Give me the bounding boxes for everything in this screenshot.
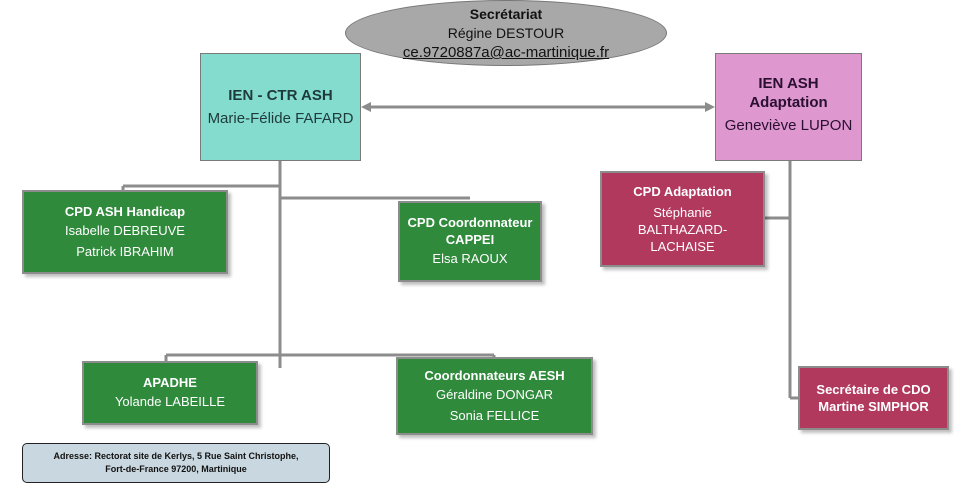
secretariat-name: Régine DESTOUR xyxy=(447,25,565,41)
cpd-adaptation-title: CPD Adaptation xyxy=(633,184,732,199)
cpd-adaptation-name-line2: BALTHAZARD- xyxy=(637,222,728,237)
cpd-adaptation-name-line3: LACHAISE xyxy=(650,239,715,254)
cpd-coordonnateur-title-line1: CPD Coordonnateur xyxy=(407,215,533,230)
secretaire-cdo-name: Martine SIMPHOR xyxy=(818,399,929,414)
cpd-coordonnateur-node: CPD Coordonnateur CAPPEI Elsa RAOUX xyxy=(398,201,542,282)
cpd-coordonnateur-title-line2: CAPPEI xyxy=(445,232,495,247)
secretariat-email-link[interactable]: ce.9720887a@ac-martinique.fr xyxy=(402,44,610,61)
ien-adaptation-title-line1: IEN ASH xyxy=(758,75,819,92)
ien-adaptation-title-line2: Adaptation xyxy=(749,94,828,111)
coordonnateurs-aesh-node: Coordonnateurs AESH Géraldine DONGAR Son… xyxy=(396,357,593,435)
apadhe-node: APADHE Yolande LABEILLE xyxy=(82,361,258,425)
coordonnateurs-aesh-name-2: Sonia FELLICE xyxy=(449,407,540,423)
ien-ctr-name: Marie-Félide FAFARD xyxy=(207,110,354,127)
ien-adaptation-name: Geneviève LUPON xyxy=(724,117,853,134)
cpd-handicap-name-2: Patrick IBRAHIM xyxy=(76,243,174,259)
cpd-adaptation-node: CPD Adaptation Stéphanie BALTHAZARD- LAC… xyxy=(600,171,765,267)
coordonnateurs-aesh-title: Coordonnateurs AESH xyxy=(424,367,565,383)
ien-adaptation-node: IEN ASH Adaptation Geneviève LUPON xyxy=(715,53,862,161)
apadhe-name: Yolande LABEILLE xyxy=(114,394,226,409)
secretariat-node: Secrétariat Régine DESTOUR ce.9720887a@a… xyxy=(345,0,667,66)
cpd-adaptation-name-line1: Stéphanie xyxy=(653,205,712,220)
coordonnateurs-aesh-name-1: Géraldine DONGAR xyxy=(435,386,554,402)
secretariat-title: Secrétariat xyxy=(469,6,543,22)
cpd-handicap-name-1: Isabelle DEBREUVE xyxy=(65,222,185,238)
cpd-coordonnateur-name: Elsa RAOUX xyxy=(432,251,508,266)
ien-ctr-title: IEN - CTR ASH xyxy=(228,87,333,104)
cpd-handicap-node: CPD ASH Handicap Isabelle DEBREUVE Patri… xyxy=(22,190,228,274)
secretaire-cdo-title: Secrétaire de CDO xyxy=(816,382,931,397)
address-box: Adresse: Rectorat site de Kerlys, 5 Rue … xyxy=(22,443,330,483)
address-line2: Fort-de-France 97200, Martinique xyxy=(105,464,247,474)
secretaire-cdo-node: Secrétaire de CDO Martine SIMPHOR xyxy=(798,366,949,430)
address-line1: Adresse: Rectorat site de Kerlys, 5 Rue … xyxy=(53,451,299,461)
cpd-handicap-title: CPD ASH Handicap xyxy=(64,203,186,219)
ien-ctr-node: IEN - CTR ASH Marie-Félide FAFARD xyxy=(200,53,361,161)
apadhe-title: APADHE xyxy=(143,375,197,390)
